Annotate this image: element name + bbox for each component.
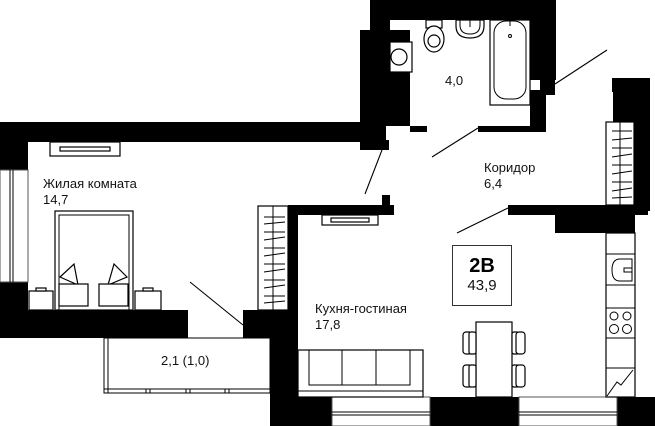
wardrobe-living xyxy=(257,205,289,311)
room-label-kitchen: Кухня-гостиная 17,8 xyxy=(315,301,407,333)
room-area: 17,8 xyxy=(315,317,341,332)
entrance-door-swing xyxy=(554,49,608,85)
apartment-badge: 2В 43,9 xyxy=(452,245,512,306)
living-room-furniture xyxy=(28,141,162,311)
windows xyxy=(0,169,618,426)
room-area: 6,4 xyxy=(484,176,503,191)
bathroom-fixtures xyxy=(389,19,531,106)
kitchen-door-swing xyxy=(456,207,509,234)
kitchen-furniture xyxy=(297,214,636,398)
apartment-total-area: 43,9 xyxy=(467,277,497,294)
living-door-swing xyxy=(364,149,383,195)
balcony-door-swing xyxy=(189,281,244,326)
apartment-type: 2В xyxy=(469,255,495,277)
doors xyxy=(189,49,608,326)
room-area: 4,0 xyxy=(445,73,464,88)
room-label-bathroom: 4,0 xyxy=(445,73,463,89)
wardrobe-corridor xyxy=(605,121,635,206)
balcony xyxy=(103,337,271,394)
room-area: 14,7 xyxy=(43,192,69,207)
room-name: Кухня-гостиная xyxy=(315,301,407,316)
bath-door-swing xyxy=(431,127,479,158)
room-name: Жилая комната xyxy=(43,176,137,191)
room-label-balcony: 2,1 (1,0) xyxy=(161,353,209,369)
room-area: 2,1 (1,0) xyxy=(161,353,210,368)
room-label-living: Жилая комната 14,7 xyxy=(43,176,137,208)
room-name: Коридор xyxy=(484,160,536,175)
room-label-corridor: Коридор 6,4 xyxy=(484,160,535,192)
